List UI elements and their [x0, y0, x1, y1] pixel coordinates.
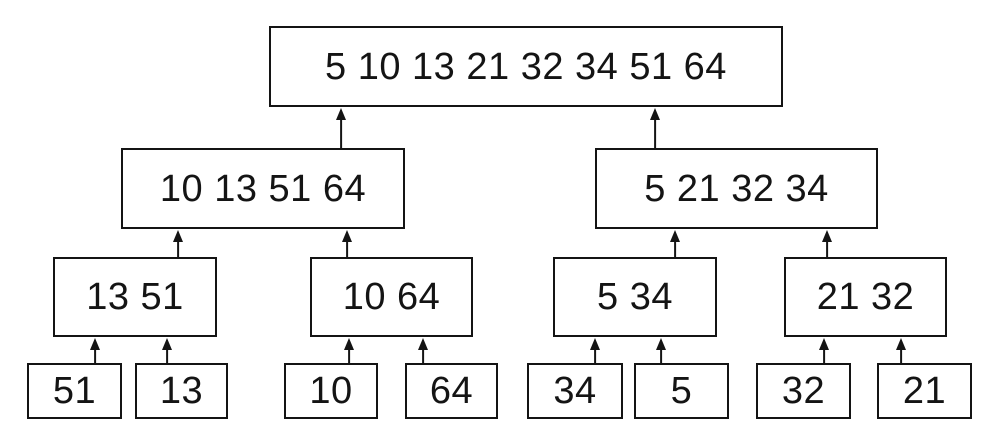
arrowhead-icon: [650, 108, 660, 120]
merge-arrow-up-icon: [670, 230, 680, 257]
tree-node-right-half: 5 21 32 34: [595, 148, 878, 229]
tree-node-pair-5-34: 5 34: [553, 257, 717, 337]
merge-arrow-up-icon: [822, 230, 832, 257]
arrowhead-icon: [670, 230, 680, 242]
tree-node-pair-21-32: 21 32: [784, 257, 947, 337]
merge-arrow-up-icon: [336, 108, 346, 148]
tree-node-leaf-32: 32: [756, 363, 851, 419]
tree-node-leaf-13: 13: [135, 363, 228, 419]
tree-node-leaf-64: 64: [405, 363, 498, 419]
arrowhead-icon: [418, 338, 428, 350]
tree-node-leaf-10: 10: [284, 363, 378, 419]
merge-arrow-up-icon: [162, 338, 172, 363]
merge-arrow-up-icon: [656, 338, 666, 363]
arrowhead-icon: [590, 338, 600, 350]
merge-arrow-up-icon: [819, 338, 829, 363]
merge-arrow-up-icon: [590, 338, 600, 363]
tree-node-root: 5 10 13 21 32 34 51 64: [269, 26, 783, 107]
arrowhead-icon: [656, 338, 666, 350]
arrowhead-icon: [819, 338, 829, 350]
merge-arrow-up-icon: [344, 338, 354, 363]
arrowhead-icon: [162, 338, 172, 350]
tree-node-pair-10-64: 10 64: [310, 257, 473, 337]
arrowhead-icon: [336, 108, 346, 120]
arrowhead-icon: [344, 338, 354, 350]
merge-arrow-up-icon: [173, 230, 183, 257]
tree-node-leaf-34: 34: [527, 363, 623, 419]
merge-arrow-up-icon: [896, 338, 906, 363]
tree-node-leaf-5: 5: [634, 363, 729, 419]
tree-node-leaf-51: 51: [27, 363, 122, 419]
merge-arrow-up-icon: [418, 338, 428, 363]
merge-arrow-up-icon: [90, 338, 100, 363]
merge-arrow-up-icon: [342, 230, 352, 257]
tree-node-leaf-21: 21: [877, 363, 972, 419]
arrowhead-icon: [342, 230, 352, 242]
tree-node-left-half: 10 13 51 64: [121, 148, 405, 229]
arrowhead-icon: [896, 338, 906, 350]
arrowhead-icon: [822, 230, 832, 242]
tree-node-pair-13-51: 13 51: [53, 257, 217, 337]
arrowhead-icon: [173, 230, 183, 242]
merge-arrow-up-icon: [650, 108, 660, 148]
arrowhead-icon: [90, 338, 100, 350]
